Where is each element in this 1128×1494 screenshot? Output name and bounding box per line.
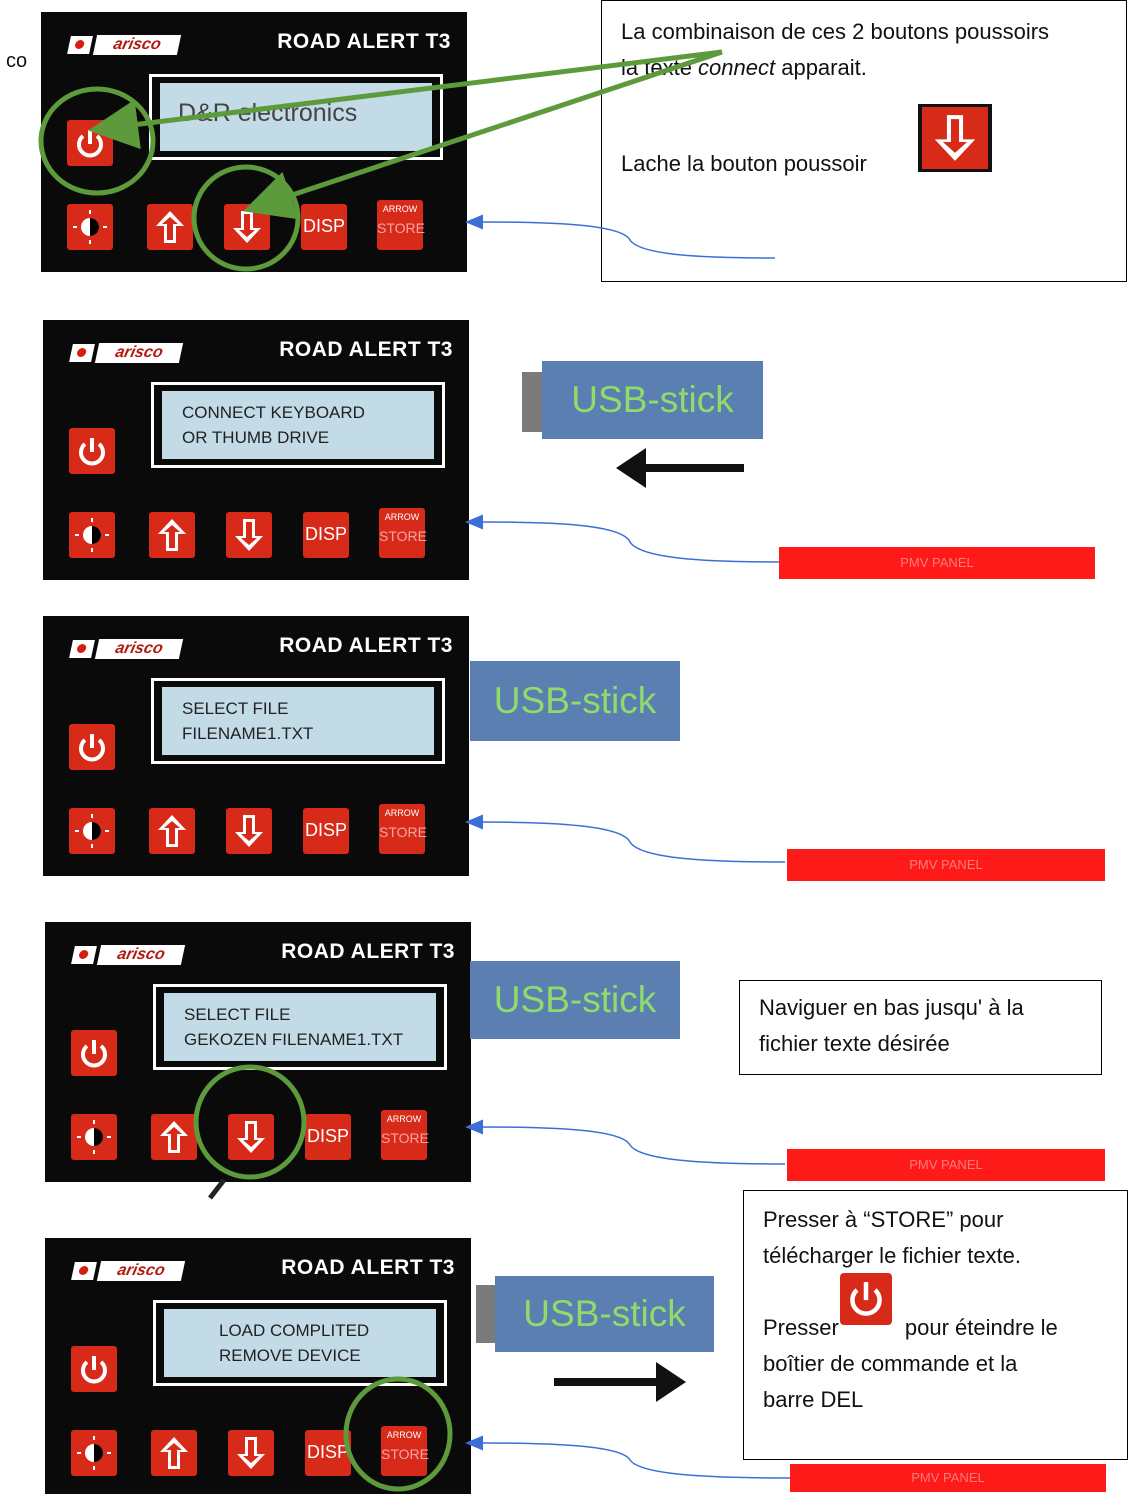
lcd-display: SELECT FILE GEKOZEN FILENAME1.TXT: [153, 984, 447, 1070]
down-button[interactable]: [228, 1114, 274, 1160]
brightness-button[interactable]: [69, 808, 115, 854]
model-title: ROAD ALERT T3: [279, 634, 453, 657]
down-button[interactable]: [226, 512, 272, 558]
lcd-line-1: LOAD COMPLITED: [219, 1321, 370, 1340]
pmv-panel: PMV PANEL: [779, 547, 1095, 579]
lcd-line-1: CONNECT KEYBOARD: [182, 403, 365, 422]
disp-button[interactable]: DISP: [303, 512, 349, 558]
up-button[interactable]: [147, 204, 193, 250]
brand-logo: arisco: [69, 342, 184, 364]
model-title: ROAD ALERT T3: [281, 1256, 455, 1279]
up-button[interactable]: [151, 1430, 197, 1476]
lcd-line-2: OR THUMB DRIVE: [182, 428, 330, 447]
pmv-panel: PMV PANEL: [790, 1464, 1106, 1492]
instruction-box-2: Naviguer en bas jusqu' à la fichier text…: [739, 980, 1102, 1075]
control-panel-step-1: arisco ROAD ALERT T3 D&R electronics DIS…: [41, 12, 467, 272]
usb-connector: [476, 1285, 498, 1343]
lcd-display: LOAD COMPLITED REMOVE DEVICE: [153, 1300, 447, 1386]
brand-logo: arisco: [71, 944, 186, 966]
up-button[interactable]: [149, 512, 195, 558]
lcd-display: CONNECT KEYBOARD OR THUMB DRIVE: [151, 382, 445, 468]
power-button[interactable]: [69, 428, 115, 474]
model-title: ROAD ALERT T3: [277, 30, 451, 53]
instruction-line: la texte connect apparait.: [621, 55, 867, 80]
control-panel-step-5: arisco ROAD ALERT T3 LOAD COMPLITED REMO…: [45, 1238, 471, 1494]
pmv-panel: PMV PANEL: [787, 849, 1105, 881]
instruction-line: Lache la bouton poussoir: [621, 151, 867, 176]
power-icon: [840, 1273, 892, 1325]
usb-connector: [522, 372, 544, 432]
instruction-line: La combinaison de ces 2 boutons poussoir…: [621, 19, 1050, 44]
stray-mark: [208, 1178, 226, 1200]
power-button[interactable]: [67, 120, 113, 166]
instruction-line: télécharger le fichier texte.: [763, 1243, 1022, 1268]
brand-logo: arisco: [71, 1260, 186, 1282]
instruction-box-1: La combinaison de ces 2 boutons poussoir…: [601, 0, 1127, 282]
brand-logo: arisco: [67, 34, 182, 56]
control-panel-step-3: arisco ROAD ALERT T3 SELECT FILE FILENAM…: [43, 616, 469, 876]
instruction-line: Presser pour éteindre le: [763, 1315, 1058, 1340]
down-button[interactable]: [228, 1430, 274, 1476]
pmv-panel: PMV PANEL: [787, 1149, 1105, 1181]
usb-stick: USB-stick: [470, 661, 680, 741]
control-panel-step-4: arisco ROAD ALERT T3 SELECT FILE GEKOZEN…: [45, 922, 471, 1182]
usb-stick: USB-stick: [495, 1276, 714, 1352]
model-title: ROAD ALERT T3: [279, 338, 453, 361]
lcd-line-2: GEKOZEN FILENAME1.TXT: [184, 1030, 404, 1049]
down-button[interactable]: [226, 808, 272, 854]
text-fragment: co: [6, 50, 28, 72]
lcd-text: D&R electronics: [178, 99, 358, 127]
lcd-display: D&R electronics: [149, 74, 443, 160]
up-button[interactable]: [151, 1114, 197, 1160]
connector-line: [465, 1119, 786, 1165]
remove-arrow: [554, 1362, 686, 1402]
lcd-line-1: SELECT FILE: [182, 699, 289, 718]
power-button[interactable]: [71, 1346, 117, 1392]
instruction-box-3: Presser à “STORE” pour télécharger le fi…: [743, 1190, 1128, 1460]
brightness-button[interactable]: [67, 204, 113, 250]
lcd-display: SELECT FILE FILENAME1.TXT: [151, 678, 445, 764]
lcd-line-2: REMOVE DEVICE: [219, 1346, 361, 1365]
instruction-line: barre DEL: [763, 1387, 864, 1412]
usb-stick: USB-stick: [470, 961, 680, 1039]
disp-button[interactable]: DISP: [305, 1114, 351, 1160]
lcd-line-1: SELECT FILE: [184, 1005, 291, 1024]
usb-stick: USB-stick: [542, 361, 763, 439]
power-button[interactable]: [69, 724, 115, 770]
down-button[interactable]: [224, 204, 270, 250]
power-button[interactable]: [71, 1030, 117, 1076]
up-button[interactable]: [149, 808, 195, 854]
brand-logo: arisco: [69, 638, 184, 660]
brightness-button[interactable]: [71, 1430, 117, 1476]
instruction-line: fichier texte désirée: [759, 1031, 950, 1056]
instruction-line: Presser à “STORE” pour: [763, 1207, 1004, 1232]
brightness-button[interactable]: [71, 1114, 117, 1160]
instruction-line: boîtier de commande et la: [763, 1351, 1018, 1376]
disp-button[interactable]: DISP: [301, 204, 347, 250]
model-title: ROAD ALERT T3: [281, 940, 455, 963]
connector-line: [465, 814, 786, 863]
brightness-button[interactable]: [69, 512, 115, 558]
connector-line: [465, 514, 780, 563]
lcd-line-2: FILENAME1.TXT: [182, 724, 314, 743]
down-arrow-icon: [918, 104, 992, 172]
instruction-line: Naviguer en bas jusqu' à la: [759, 995, 1024, 1020]
disp-button[interactable]: DISP: [303, 808, 349, 854]
control-panel-step-2: arisco ROAD ALERT T3 CONNECT KEYBOARD OR…: [43, 320, 469, 580]
insert-arrow: [616, 448, 744, 488]
disp-button[interactable]: DISP: [305, 1430, 351, 1476]
